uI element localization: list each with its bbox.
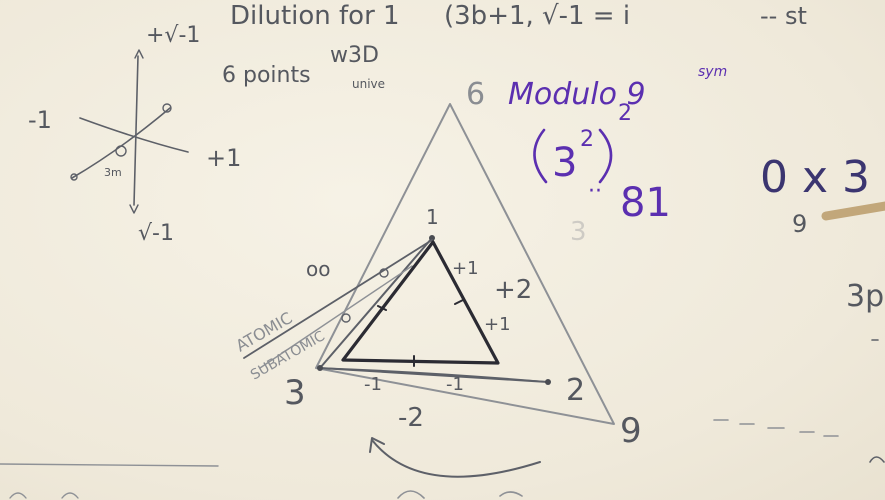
vertex-three: 3 [284,373,306,413]
top-note-right: -- st [760,2,807,30]
horizontal-axis-line [79,117,189,153]
vertical-axis-line [133,55,139,206]
modulo-notes: Modulo 9 sym 3 2 2 ·· 81 [508,64,727,226]
right-three-p: 3p [846,279,884,314]
inner-triangle-outline [341,240,500,365]
tape-strip [821,201,885,221]
vertex-dot-top [429,235,435,241]
rotation-arrow-head [369,437,385,453]
sub-note-universe: unive [352,77,385,91]
sub-note-w3d: w3D [330,43,379,68]
zero-times-three: 0 x 3 [760,152,870,203]
label-plus-one: +1 [206,144,241,172]
middle-triangle: 1 3 2 ATOMIC SUBATOMIC oo +2 -2 +1 +1 -1… [233,205,586,433]
tick-label-minus-one-right: -1 [446,374,464,395]
right-edge-fragments [869,339,885,463]
top-note-dilution: Dilution for 1 [230,1,400,31]
vertex-two: 2 [566,373,585,408]
inner-triangle [341,240,500,367]
expr-base: 3 [552,140,577,186]
modulo-title: Modulo 9 [508,77,646,112]
modulo-result: 81 [620,180,671,226]
ghost-three: 3 [570,217,587,247]
vertex-dot-right [545,379,551,385]
paren-close [598,128,613,184]
edge-label-minus-two: -2 [398,403,424,433]
label-minus-one: -1 [28,106,52,134]
arrow-dots: ·· [588,179,602,204]
axis-arrow-down [129,204,139,214]
rotation-arrow [369,437,541,499]
modulo-superscript: sym [698,64,727,80]
tick-label-plus-one-upper: +1 [452,258,479,279]
atomic-line [243,239,433,359]
middle-triangle-base [319,367,549,383]
bottom-rule [0,463,219,467]
inner-tick-right [454,299,464,305]
expr-outer-exponent: 2 [618,101,632,126]
outer-vertex-six: 6 [466,77,485,112]
outer-triangle-outline [315,103,615,425]
bottom-left-fragments [9,492,79,499]
paren-open [533,128,548,184]
expr-inner-exponent: 2 [580,127,594,152]
axis-point-center [115,145,127,157]
axis-arrow-up [134,49,144,59]
imaginary-axes-sketch: +√-1 √-1 -1 +1 3m [28,23,241,246]
vertex-one: 1 [426,205,439,229]
edge-circle-mark-lower [341,313,351,323]
axis-point-left [70,173,78,181]
subatomic-line [259,265,413,369]
right-notes: 0 x 3 9 3p [713,152,885,463]
inner-tick-left [377,305,387,311]
label-sqrt-minus-one: √-1 [138,221,174,246]
sub-note-points: 6 points [222,63,311,88]
rotation-arrow-curve [371,439,541,478]
outer-triangle: 6 9 3 [315,77,642,451]
vertex-dot-left [317,365,323,371]
outer-vertex-nine: 9 [620,411,642,451]
axis-point-top-right [162,103,172,113]
tick-label-minus-one-left: -1 [364,374,382,395]
label-axis-small: 3m [104,166,122,179]
label-plus-sqrt-minus-one: +√-1 [146,23,200,48]
dashed-line-right [713,419,839,437]
bottom-fragments [397,490,523,499]
top-note-equation: (3b+1, √-1 = i [444,1,630,31]
infinity-mark: oo [306,257,330,281]
edge-label-plus-two: +2 [494,275,532,305]
tick-label-plus-one-lower: +1 [484,314,511,335]
top-notes: Dilution for 1 (3b+1, √-1 = i -- st 6 po… [222,1,807,91]
right-small-nine: 9 [792,210,807,238]
